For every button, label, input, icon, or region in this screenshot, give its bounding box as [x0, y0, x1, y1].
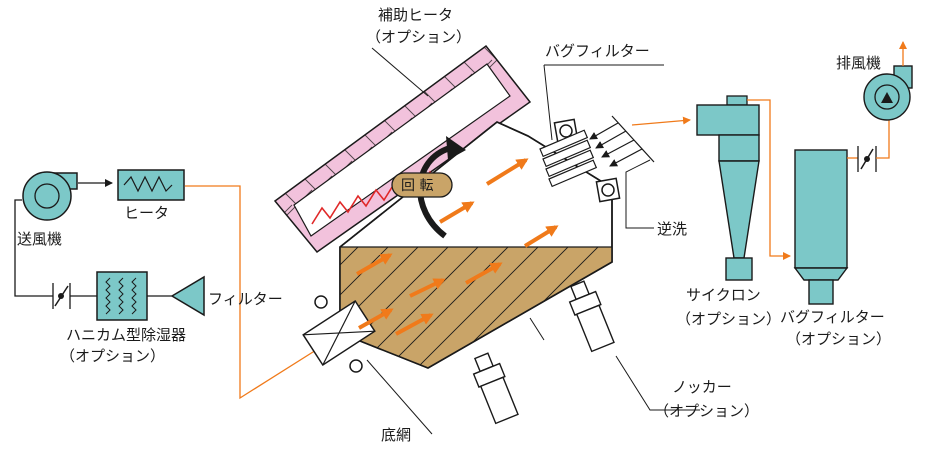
- aux-heater-leader: [371, 47, 429, 97]
- blower: [22, 171, 78, 221]
- bag-filter-unit: [793, 149, 849, 305]
- backwash-jets: [589, 115, 655, 167]
- filter-label: フィルター: [208, 290, 283, 308]
- exhaust-line-2: [747, 99, 791, 260]
- knocker-option-label: （オプション）: [654, 402, 759, 420]
- backwash-label: 逆洗: [657, 220, 687, 238]
- inlet-air-line: [185, 185, 333, 400]
- return-line: [14, 199, 53, 297]
- cyclone: [696, 95, 760, 281]
- honeycomb-dehumidifier-label: ハニカム型除湿器: [66, 326, 186, 344]
- knocker-bottom: [472, 352, 519, 425]
- heater-label: ヒータ: [124, 204, 169, 222]
- airflow-arrows: [356, 158, 559, 336]
- backwash-leader: [625, 159, 654, 229]
- bottom-mesh-leader: [366, 359, 433, 435]
- exhaust-line-4: [876, 120, 890, 159]
- bearing-right-icon: [595, 177, 621, 203]
- exhaust-line-1: [631, 116, 691, 126]
- honeycomb-dehumidifier: [96, 271, 148, 321]
- blower-label: 送風機: [17, 230, 62, 248]
- bag-filter-right-label: バグフィルター: [780, 308, 885, 326]
- exhaust-fan-label: 排風機: [836, 54, 881, 72]
- bottom-mesh-unit: [302, 295, 376, 373]
- cyclone-label: サイクロン: [686, 286, 761, 304]
- rotation-label: 回 転: [401, 178, 433, 194]
- rotation-badge: [391, 172, 453, 198]
- exhaust-fan: [863, 65, 913, 121]
- damper-left-icon: [52, 283, 71, 309]
- knocker-leader: [615, 355, 700, 411]
- knocker-label: ノッカー: [672, 378, 732, 396]
- internal-bag-filter: [539, 129, 598, 188]
- dryer-vessel: [339, 121, 613, 369]
- bottom-mesh-label: 底網: [381, 426, 411, 444]
- vessel-axis-tick: [529, 317, 545, 341]
- honeycomb-option-label: （オプション）: [60, 347, 165, 365]
- aux-heater-label: 補助ヒータ: [378, 6, 453, 24]
- filter-funnel: [170, 275, 205, 317]
- cyclone-option-label: （オプション）: [676, 310, 781, 328]
- damper-right-icon: [857, 146, 877, 172]
- aux-heater-option-label: （オプション）: [366, 28, 471, 46]
- bag-filter-right-option-label: （オプション）: [786, 330, 891, 348]
- bag-filter-top-label: バグフィルター: [545, 42, 650, 60]
- knocker-right: [568, 280, 615, 353]
- heater-box: [117, 169, 185, 201]
- bag-filter-top-leader: [543, 64, 553, 141]
